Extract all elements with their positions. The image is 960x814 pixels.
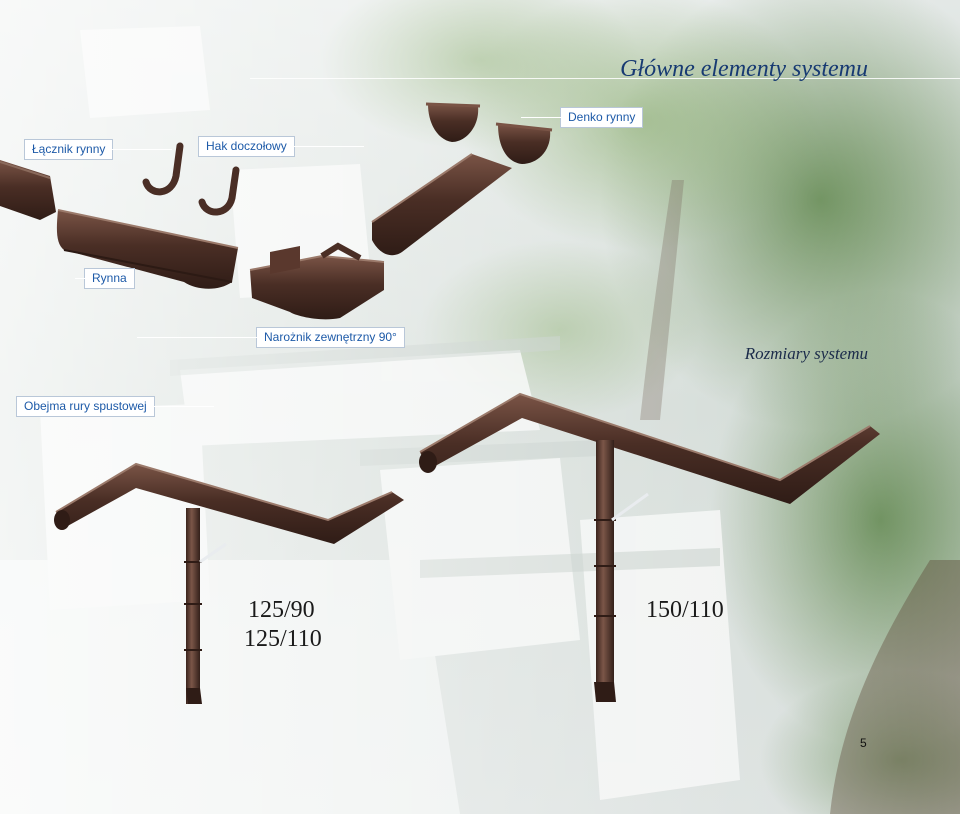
system-125-illustration — [54, 462, 404, 704]
size-label-large: 150/110 — [646, 597, 724, 623]
angled-gutter-illustration — [371, 153, 512, 256]
page-title: Główne elementy systemu — [620, 56, 868, 82]
label-front-hook: Hak doczołowy — [198, 136, 364, 157]
page-number: 5 — [860, 736, 867, 750]
front-hook-illustration — [142, 142, 240, 216]
label-gutter: Rynna — [75, 268, 135, 289]
system-150-illustration — [419, 392, 880, 702]
label-gutter-end-cap: Denko rynny — [520, 107, 644, 128]
label-downpipe-clamp: Obejma rury spustowej — [16, 396, 214, 417]
gutter-connector-illustration — [0, 160, 56, 220]
label-gutter-connector: Łącznik rynny — [24, 139, 174, 160]
section-subtitle: Rozmiary systemu — [744, 344, 868, 363]
gutter-illustration — [56, 209, 239, 289]
title-underline — [250, 78, 960, 79]
label-external-corner: Narożnik zewnętrzny 90° — [137, 327, 405, 348]
gutter-end-cap-illustration — [425, 102, 553, 164]
external-corner-illustration — [249, 242, 385, 320]
size-label-small-1: 125/90 — [248, 597, 315, 623]
size-label-small-2: 125/110 — [244, 626, 322, 652]
